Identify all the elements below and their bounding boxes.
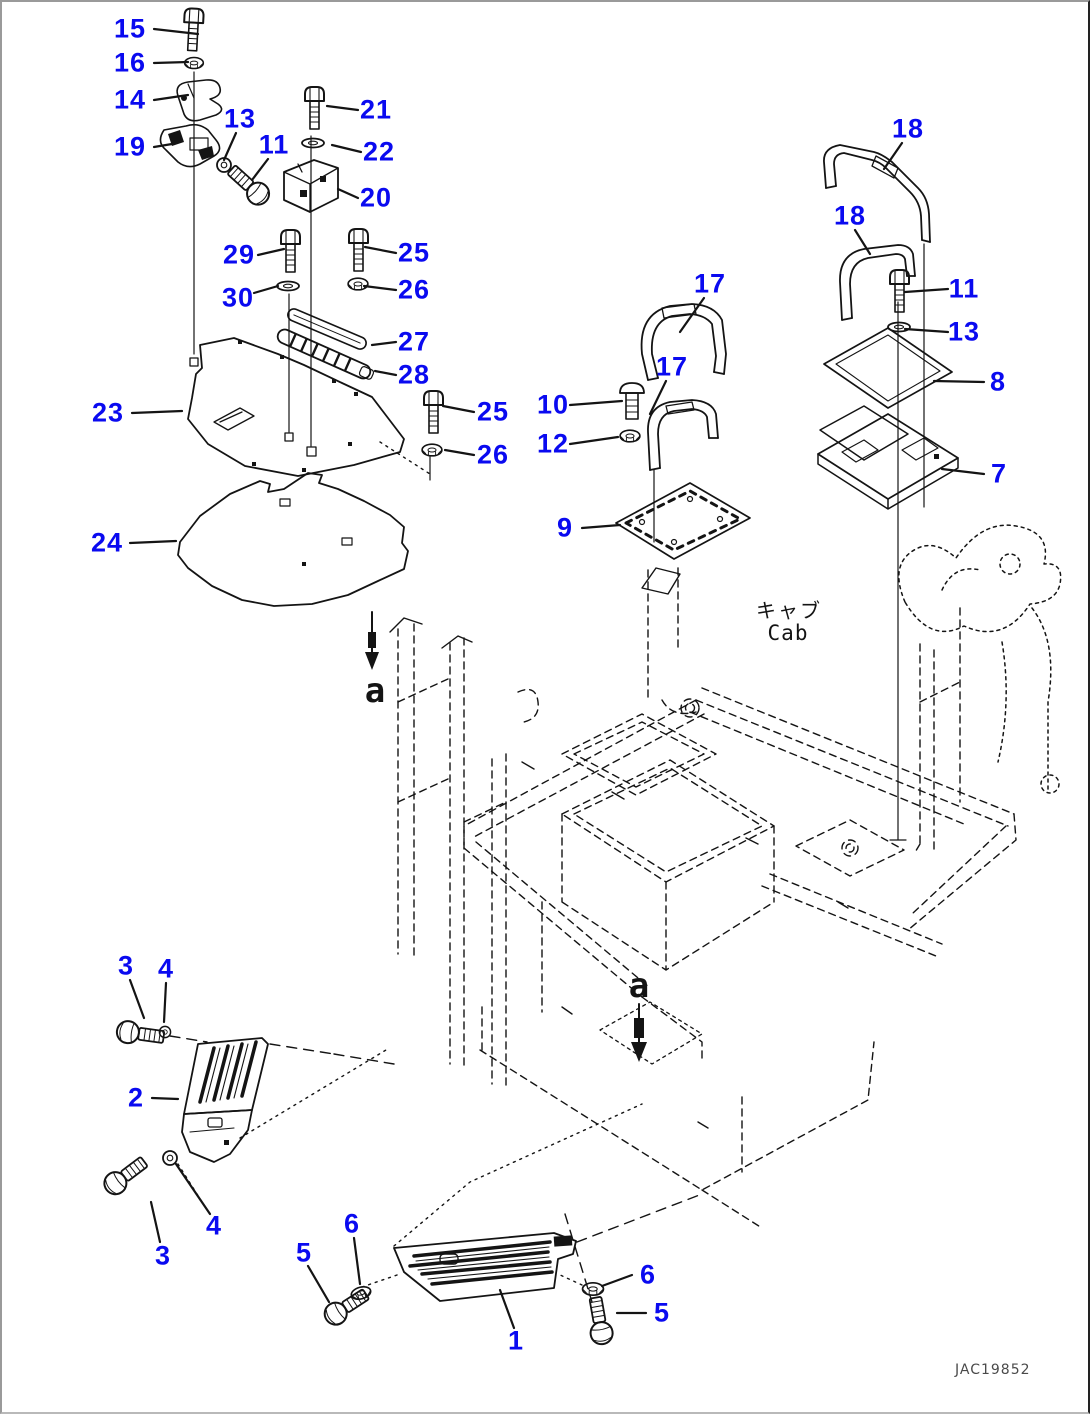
cab-label-english: Cab (767, 621, 809, 645)
strip-27 (287, 308, 367, 350)
step-1 (393, 1232, 577, 1302)
floor-mat-24 (177, 472, 409, 607)
floor-plate-23 (187, 337, 405, 477)
part-callout-6: 6 (639, 1259, 657, 1290)
tray-7 (817, 413, 959, 510)
part-callout-24: 24 (90, 527, 124, 558)
part-callout-13: 13 (223, 103, 257, 134)
part-callout-27: 27 (397, 326, 431, 357)
leader-lines (128, 27, 986, 1330)
handle-18-upper (823, 144, 931, 243)
nut-6 (581, 1281, 605, 1297)
bolt-25 (423, 390, 444, 434)
bolt-25 (348, 228, 369, 272)
section-arrow-a-left (365, 611, 379, 670)
part-callout-3: 3 (117, 950, 135, 981)
part-callout-21: 21 (359, 94, 393, 125)
washer-22 (301, 137, 325, 149)
frame-accents (389, 567, 849, 1129)
plate-9 (615, 482, 751, 560)
fasteners (98, 7, 911, 1347)
nut-26 (421, 443, 443, 457)
part-callout-16: 16 (113, 47, 147, 78)
part-callout-17: 17 (655, 351, 689, 382)
screw-10 (619, 382, 645, 420)
bracket-20 (283, 159, 339, 213)
plate-mid-layer (819, 405, 909, 461)
part-callout-20: 20 (359, 182, 393, 213)
washer-4 (162, 1150, 178, 1166)
clamp-19 (159, 123, 221, 168)
part-callout-19: 19 (113, 131, 147, 162)
washer-30 (276, 280, 300, 292)
part-callout-25: 25 (476, 396, 510, 427)
part-callout-9: 9 (556, 512, 574, 543)
part-callout-11: 11 (258, 129, 290, 160)
part-callout-8: 8 (989, 366, 1007, 397)
part-callout-12: 12 (536, 428, 570, 459)
nut-26 (347, 277, 369, 291)
part-callout-23: 23 (91, 397, 125, 428)
part-callout-30: 30 (221, 282, 255, 313)
assembly-axis-lines (193, 71, 925, 841)
boom-arm (898, 524, 1062, 794)
section-arrow-a-right (599, 1001, 703, 1065)
strip-28 (276, 328, 375, 380)
part-callout-17: 17 (693, 268, 727, 299)
cab-frame (397, 567, 1017, 1229)
bolt-15 (181, 7, 205, 53)
clamp-14 (176, 79, 223, 122)
construction-lines (169, 441, 703, 1303)
part-callout-5: 5 (295, 1237, 313, 1268)
part-callout-18: 18 (891, 113, 925, 144)
part-callout-18: 18 (833, 200, 867, 231)
plate-8 (823, 327, 953, 409)
bolt-21 (304, 86, 325, 130)
handle-17-upper (640, 303, 727, 381)
part-callout-14: 14 (113, 84, 147, 115)
handle-17-lower (647, 399, 719, 471)
bolt-29 (280, 229, 301, 273)
bolt-3 (98, 1151, 152, 1200)
part-callout-25: 25 (397, 237, 431, 268)
part-callout-28: 28 (397, 359, 431, 390)
part-callout-22: 22 (362, 136, 396, 167)
part-callout-13: 13 (947, 316, 981, 347)
part-callout-26: 26 (397, 274, 431, 305)
drawing-number: JAC19852 (955, 1362, 1031, 1378)
nut-12 (619, 429, 641, 443)
step-2 (181, 1037, 269, 1163)
part-callout-7: 7 (990, 458, 1008, 489)
part-callout-2: 2 (127, 1082, 145, 1113)
handle-18-lower (839, 244, 916, 321)
bolt-11 (222, 160, 275, 211)
part-callout-3: 3 (154, 1240, 172, 1271)
section-marker-a: a (628, 966, 650, 1006)
part-callout-11: 11 (948, 273, 980, 304)
cab-label-japanese: キャブ (756, 598, 822, 623)
part-callout-4: 4 (157, 953, 175, 984)
part-callout-15: 15 (113, 13, 147, 44)
part-callout-4: 4 (205, 1210, 223, 1241)
section-marker-a: a (364, 671, 386, 711)
part-callout-5: 5 (653, 1297, 671, 1328)
part-callout-26: 26 (476, 439, 510, 470)
bolt-3 (114, 1018, 167, 1050)
bolt-5 (583, 1294, 616, 1347)
part-callout-10: 10 (536, 389, 570, 420)
part-callout-29: 29 (222, 239, 256, 270)
part-callout-1: 1 (507, 1325, 525, 1356)
part-callout-6: 6 (343, 1208, 361, 1239)
